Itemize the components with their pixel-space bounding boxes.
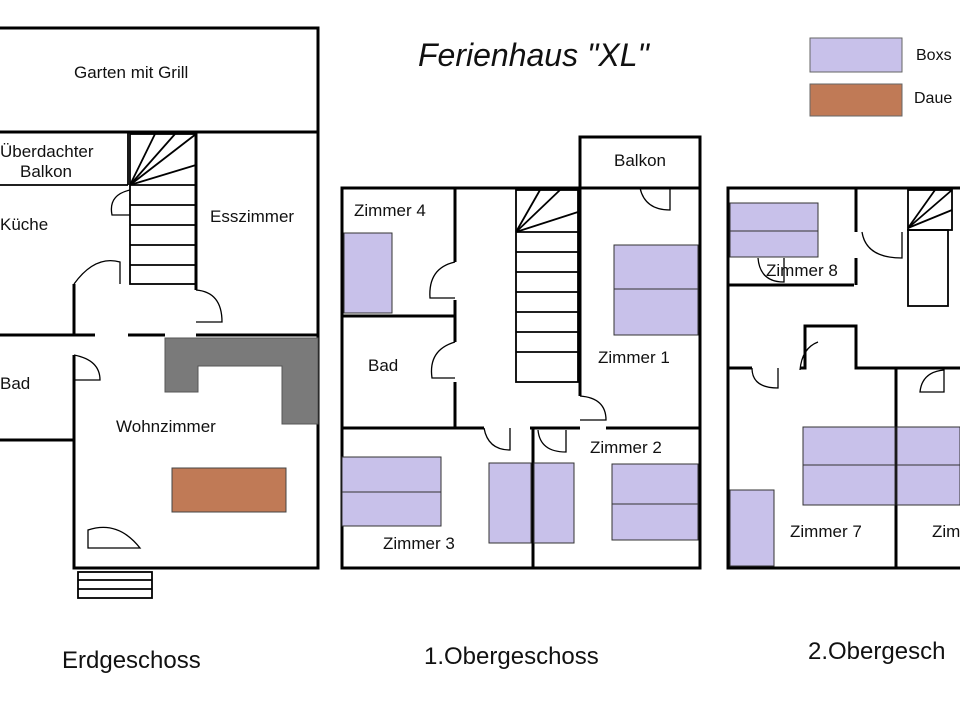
outer-wall-og1 [340,186,702,570]
door-zimmer4 [429,261,456,299]
floor-label-erdgeschoss: Erdgeschoss [62,647,201,674]
room-label-zimmer8: Zimmer 8 [766,261,838,280]
outer-wall-og2 [726,186,960,570]
room-label-zimmer4: Zimmer 4 [354,201,426,220]
bed-zimmer7 [802,426,896,506]
outer-wall [0,26,320,570]
staircase-og1 [515,189,579,383]
door-stair [110,189,131,216]
plan-title: Ferienhaus "XL" [418,37,650,73]
door-zimmer2 [537,429,567,453]
room-label-zimmer3: Zimmer 3 [383,534,455,553]
legend-swatch-boxspring [809,37,903,73]
bed-zimmer3 [341,456,442,527]
door-balkon-og1 [639,187,671,211]
staircase-eg [129,133,197,285]
staircase-og2 [907,189,953,307]
wall-zimmer7-top [800,324,960,370]
bed-zimmer1 [613,244,699,336]
room-label-balkon-1: Überdachter [0,142,94,161]
bed-middle [488,462,575,544]
room-label-zimmer7: Zimmer 7 [790,522,862,541]
door-esszimmer [195,289,223,323]
room-label-balkon-og1: Balkon [614,151,666,170]
room-label-bad-og1: Bad [368,356,398,375]
door-zimmer8 [757,257,785,283]
door-stair-og2 [861,231,903,259]
wall-balkon-og1 [578,135,702,188]
door-zimmer3 [483,427,511,451]
legend-label-boxspring: Boxs [916,47,952,64]
floor-obergeschoss-2: Zimmer 8 Zimmer 7 Zim 2.Obergesch [726,186,960,665]
room-label-zimmer2: Zimmer 2 [590,438,662,457]
legend-swatch-dauer [809,83,903,117]
floor-obergeschoss-1: Balkon Zimmer 4 Bad Zimmer 1 Zimmer 2 Zi… [340,135,702,670]
door-right-room [919,369,945,393]
chimney-block [164,337,319,425]
door-bad-og1 [430,341,456,379]
bed-right-room [896,426,960,506]
room-label-wohnzimmer: Wohnzimmer [116,417,216,436]
room-label-bad: Bad [0,374,30,393]
entrance-steps [77,571,153,599]
legend: Boxs Daue [809,37,952,117]
bed-zimmer2 [611,463,699,541]
bed-single-og2 [729,489,775,567]
floor-label-obergeschoss1: 1.Obergeschoss [424,643,599,670]
room-label-garten: Garten mit Grill [74,63,188,82]
bed-zimmer4 [343,232,393,314]
floor-label-obergeschoss2: 2.Obergesch [808,638,945,665]
dauer-bed-wohnzimmer [171,467,287,513]
floor-erdgeschoss: Garten mit Grill Überdachter Balkon Küch… [0,26,320,674]
room-label-esszimmer: Esszimmer [210,207,294,226]
door-zimmer7-left [751,367,779,389]
room-label-zimmer-partial: Zim [932,522,960,541]
door-entrance [87,526,142,549]
door-zimmer1 [579,395,607,421]
legend-label-dauer: Daue [914,90,952,107]
room-label-zimmer1: Zimmer 1 [598,348,670,367]
door-bad [73,354,101,381]
door-kueche [73,260,121,285]
bed-zimmer8 [729,202,819,258]
room-label-balkon-2: Balkon [20,162,72,181]
door-zimmer7 [799,341,819,371]
room-label-kueche: Küche [0,215,48,234]
